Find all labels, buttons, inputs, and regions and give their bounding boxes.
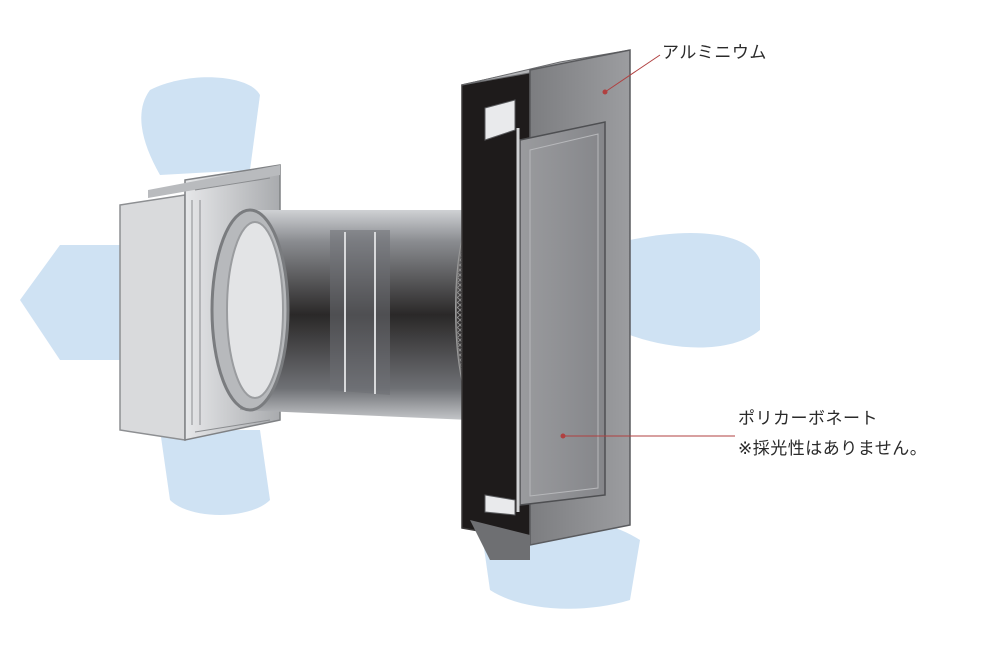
label-aluminum: アルミニウム: [662, 43, 767, 63]
airflow-right: [630, 232, 760, 348]
label-polycarbonate-group: ポリカーボネート ※採光性はありません。: [738, 404, 927, 464]
duct-sleeve: [210, 208, 470, 420]
label-note: ※採光性はありません。: [738, 439, 928, 459]
polycarbonate-panel: [516, 121, 606, 512]
leader-dot-aluminum: [602, 89, 608, 95]
grille-slats: [191, 177, 271, 433]
label-polycarbonate: ポリカーボネート: [738, 409, 878, 429]
leader-line-aluminum: [604, 54, 661, 93]
leader-lines: [560, 54, 735, 439]
leader-dot-polycarbonate: [560, 433, 566, 439]
airflow-top-left: [141, 77, 260, 175]
airflow-bottom-left: [160, 430, 270, 515]
